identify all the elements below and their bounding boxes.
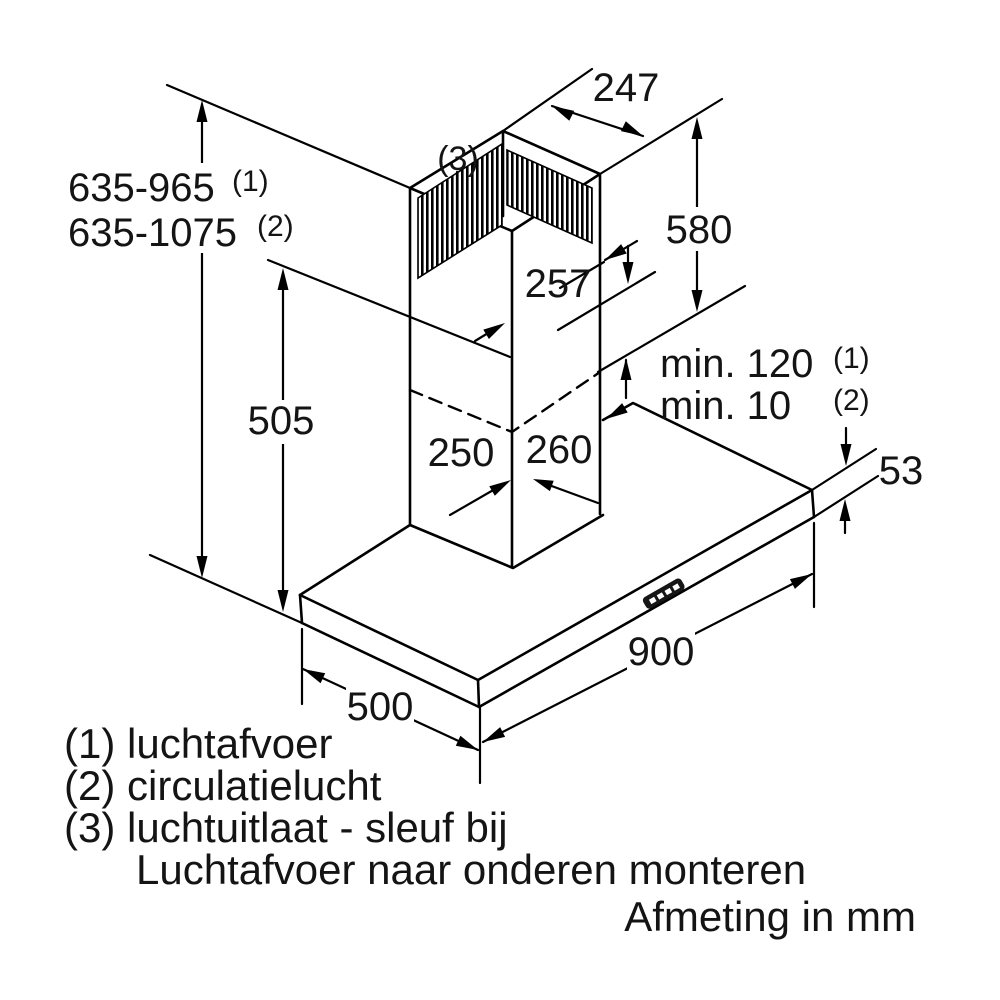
label-backgrounds <box>62 163 733 728</box>
chimney-duct-outline <box>408 129 605 570</box>
dim-duct-width: 260 <box>526 428 593 472</box>
air-outlet-slots <box>417 142 593 280</box>
units-note: Afmeting in mm <box>624 893 916 940</box>
ref-1-height: (1) <box>232 165 269 198</box>
dim-canopy-depth: 500 <box>347 685 414 729</box>
dim-min-clearance-duct: min. 120 <box>660 342 813 386</box>
telescopic-joint-dashed-line <box>408 370 602 434</box>
legend-line-3: (3) luchtuitlaat - sleuf bij <box>64 804 508 851</box>
dimension-labels: 635-965 (1) 635-1075 (2) (3) 247 580 257… <box>68 66 923 729</box>
dim-duct-depth: 250 <box>428 431 495 475</box>
vent-slot-left <box>417 142 503 280</box>
ref-2-clearance: (2) <box>833 384 870 417</box>
extension-lines <box>148 67 880 785</box>
dim-top-width: 247 <box>593 66 660 110</box>
ref-3-slot: (3) <box>437 140 479 178</box>
legend: (1) luchtafvoer (2) circulatielucht (3) … <box>64 720 916 940</box>
control-panel <box>642 578 685 609</box>
ref-2-height: (2) <box>257 210 294 243</box>
dim-height-range-duct: 635-965 <box>68 166 215 210</box>
dim-slot-offset: 257 <box>525 262 592 306</box>
vent-slot-right <box>506 148 593 245</box>
arrowheads <box>196 100 852 750</box>
legend-line-4: Luchtafvoer naar onderen monteren <box>136 846 806 893</box>
dim-min-clearance-recirc: min. 10 <box>660 384 791 428</box>
dim-canopy-thickness: 53 <box>879 449 924 493</box>
legend-line-1: (1) luchtafvoer <box>64 720 332 767</box>
dim-canopy-width: 900 <box>628 630 695 674</box>
dim-lower-section-height: 505 <box>248 399 315 443</box>
legend-line-2: (2) circulatielucht <box>64 762 382 809</box>
dim-right-height: 580 <box>666 208 733 252</box>
dim-height-range-recirc: 635-1075 <box>68 211 237 255</box>
ref-1-clearance: (1) <box>833 342 870 375</box>
